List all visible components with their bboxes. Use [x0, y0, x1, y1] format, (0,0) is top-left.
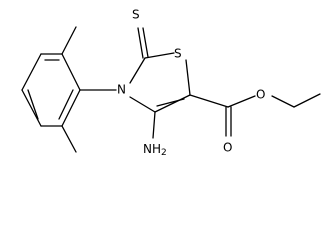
ester-o-label: O: [256, 88, 265, 102]
amino-bond: [152, 111, 156, 139]
bond: [144, 52, 175, 59]
thione-bond: [142, 27, 149, 58]
ring-n-label: N: [117, 83, 126, 97]
ester-o-bond: [227, 95, 256, 108]
carbonyl-o-label: O: [223, 141, 232, 155]
amino-label: NH2: [143, 142, 167, 158]
double-bond-inner: [58, 89, 74, 120]
ring-s-label: S: [174, 47, 182, 61]
ester-c-bond: [189, 94, 229, 108]
double-bond-inner: [27, 89, 39, 120]
bond: [129, 96, 156, 113]
bond: [21, 53, 42, 91]
bond: [129, 57, 146, 84]
bond: [21, 89, 42, 127]
bond: [61, 89, 81, 127]
methyl-bond-bottom: [61, 125, 77, 153]
bond: [154, 94, 191, 113]
thione-s-label: S: [132, 8, 140, 22]
amino-subscript: 2: [161, 148, 167, 158]
thiazole-ring: [129, 52, 191, 113]
bond: [61, 53, 81, 91]
ethyl-bond: [271, 95, 295, 108]
double-bond-inner: [156, 98, 185, 107]
ethyl-bond: [293, 93, 321, 108]
thione-bond: [137, 27, 144, 59]
molecule-structure-diagram: S S N NH2 O O: [21, 8, 321, 158]
bond: [185, 59, 191, 96]
amino-nh: NH: [143, 142, 161, 156]
methyl-bond-top: [61, 26, 77, 55]
benzene-ring: [21, 53, 81, 127]
